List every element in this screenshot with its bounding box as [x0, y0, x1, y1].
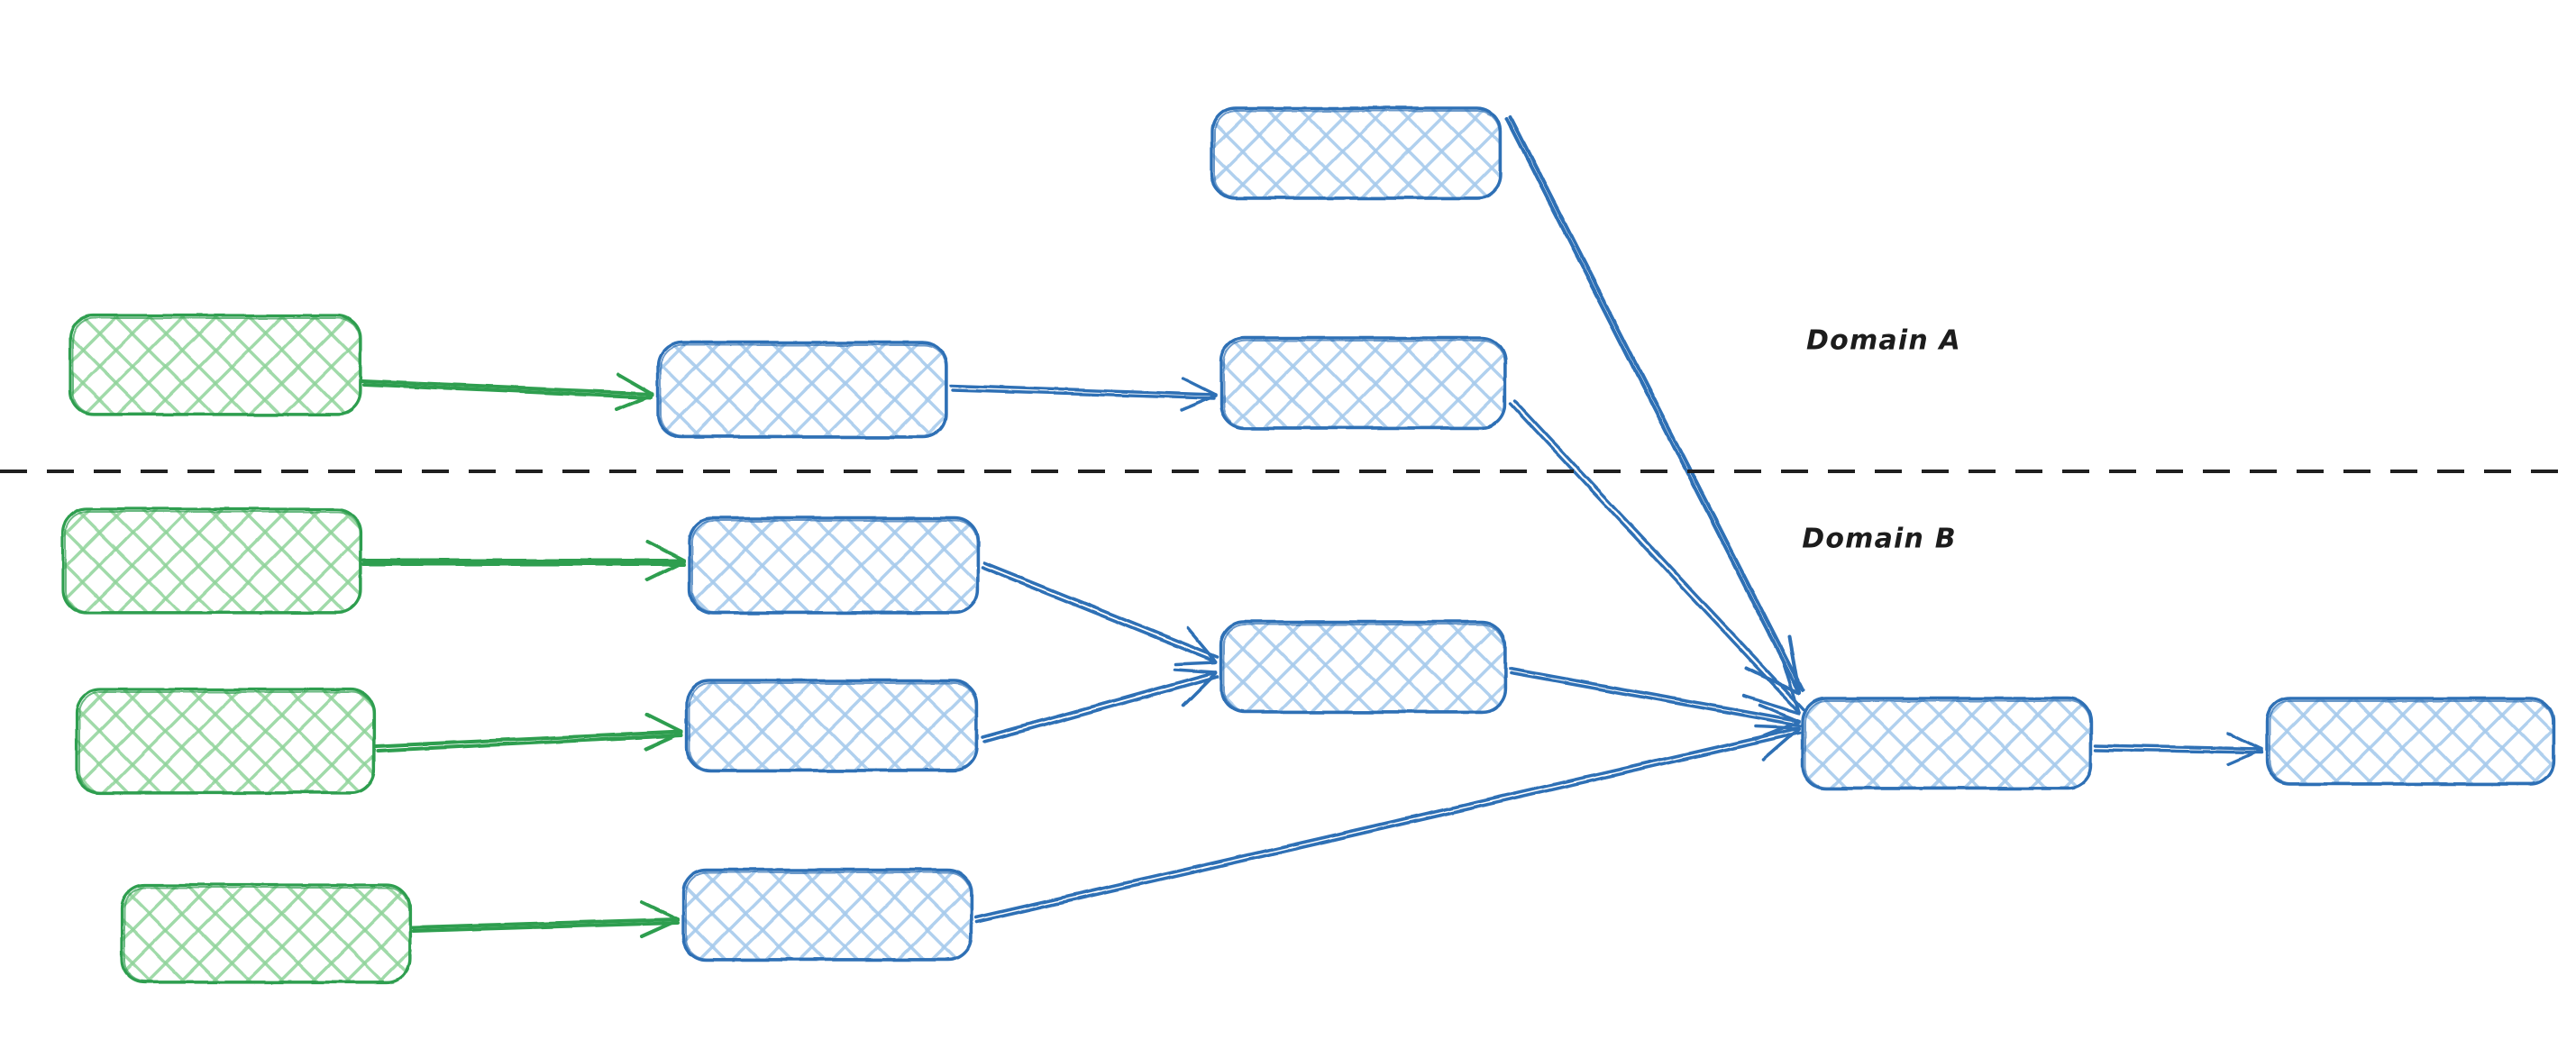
domain-b-label: Domain B	[1802, 523, 1957, 555]
node-blue-mid[interactable]	[1219, 620, 1507, 714]
edge-blue-a2-to-blue-hub[interactable]	[1509, 399, 1805, 715]
edge-blue-b2-to-blue-mid[interactable]	[981, 668, 1219, 743]
node-green-a1[interactable]	[69, 314, 362, 416]
node-blue-out[interactable]	[2265, 697, 2555, 786]
node-blue-a1[interactable]	[656, 341, 948, 439]
edge-green-a1-to-blue-a1[interactable]	[361, 372, 654, 411]
node-green-b1[interactable]	[61, 507, 362, 615]
node-green-b2[interactable]	[75, 688, 376, 795]
node-blue-top[interactable]	[1210, 106, 1503, 200]
node-green-b3[interactable]	[120, 883, 412, 984]
edge-blue-mid-to-blue-hub[interactable]	[1508, 667, 1802, 741]
node-blue-hub[interactable]	[1801, 697, 2093, 790]
edge-blue-a1-to-blue-a2[interactable]	[949, 377, 1218, 412]
domain-a-label: Domain A	[1806, 324, 1961, 357]
edge-green-b1-to-blue-b1[interactable]	[361, 540, 686, 581]
edges-layer	[361, 115, 2263, 938]
node-blue-b1[interactable]	[688, 516, 980, 615]
node-blue-a2[interactable]	[1219, 336, 1507, 430]
node-blue-b3[interactable]	[681, 868, 973, 962]
edge-blue-b3-to-blue-hub[interactable]	[974, 725, 1802, 924]
edge-green-b3-to-blue-b3[interactable]	[411, 900, 680, 938]
nodes-layer	[61, 106, 2555, 984]
edge-blue-hub-to-blue-out[interactable]	[2094, 731, 2263, 766]
edge-green-b2-to-blue-b2[interactable]	[374, 713, 683, 753]
edge-blue-b1-to-blue-mid[interactable]	[981, 561, 1219, 666]
edge-blue-top-to-blue-hub[interactable]	[1505, 115, 1804, 695]
node-blue-b2[interactable]	[685, 679, 979, 772]
